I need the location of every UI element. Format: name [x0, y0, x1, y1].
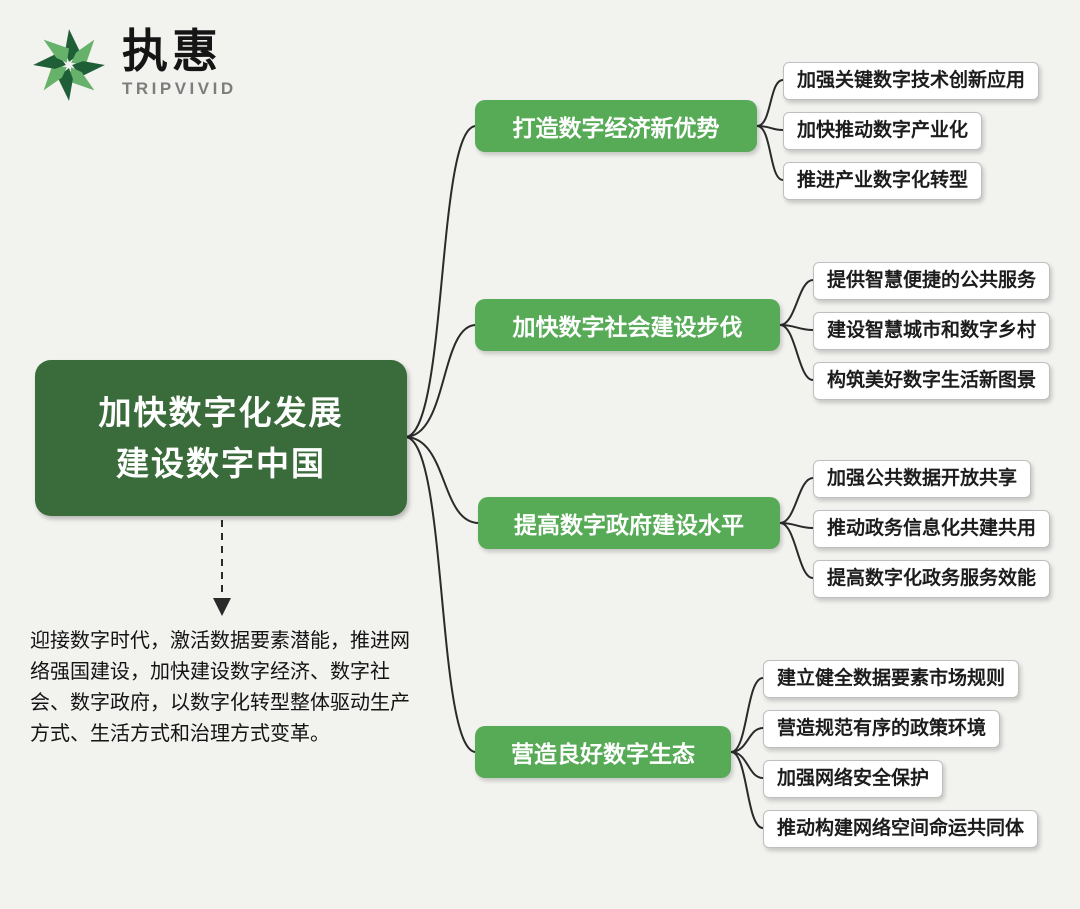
- logo-name: 执惠: [122, 25, 222, 77]
- branch-node-digital-society: 加快数字社会建设步伐: [475, 299, 780, 351]
- leaf-node: 推动构建网络空间命运共同体: [763, 810, 1039, 848]
- root-description: 迎接数字时代，激活数据要素潜能，推进网络强国建设，加快建设数字经济、数字社会、数…: [30, 630, 410, 745]
- leaf-node: 建立健全数据要素市场规则: [763, 660, 1020, 698]
- leaf-node: 提供智慧便捷的公共服务: [813, 262, 1051, 300]
- logo: 执惠 TRIPVIVID: [30, 26, 237, 104]
- branch-node-digital-government: 提高数字政府建设水平: [478, 497, 780, 549]
- arrow-head-icon: [213, 598, 231, 616]
- leaf-node: 构筑美好数字生活新图景: [813, 362, 1051, 400]
- leaf-node: 加强公共数据开放共享: [813, 460, 1032, 498]
- leaf-node: 营造规范有序的政策环境: [763, 710, 1001, 748]
- logo-subtitle: TRIPVIVID: [122, 78, 237, 98]
- leaf-node: 推进产业数字化转型: [783, 162, 983, 200]
- leaf-node: 加强关键数字技术创新应用: [783, 62, 1040, 100]
- branch-node-digital-ecosystem: 营造良好数字生态: [475, 726, 731, 778]
- leaf-node: 加强网络安全保护: [763, 760, 944, 798]
- leaf-node: 推动政务信息化共建共用: [813, 510, 1051, 548]
- leaf-node: 加快推动数字产业化: [783, 112, 983, 150]
- leaf-node: 提高数字化政务服务效能: [813, 560, 1051, 598]
- root-title-line1: 加快数字化发展: [98, 393, 344, 431]
- pinwheel-logo-icon: [33, 29, 105, 101]
- root-title-line2: 建设数字中国: [116, 445, 326, 482]
- branch-node-digital-economy: 打造数字经济新优势: [475, 100, 757, 152]
- root-node: 加快数字化发展 建设数字中国: [35, 360, 407, 516]
- leaf-node: 建设智慧城市和数字乡村: [813, 312, 1051, 350]
